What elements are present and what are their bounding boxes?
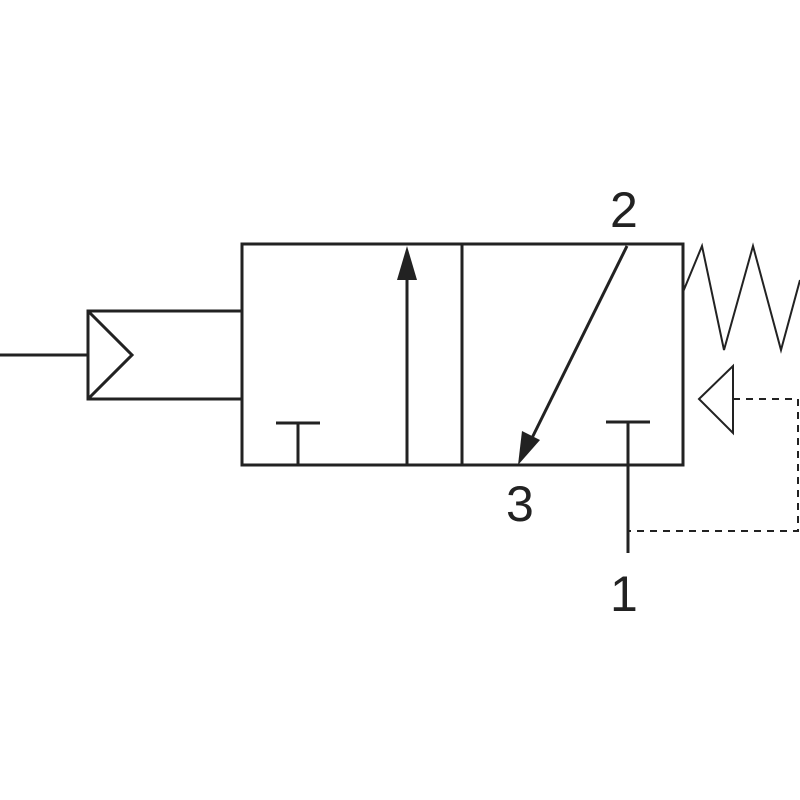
spring-icon — [682, 242, 800, 354]
left-actuator — [0, 309, 242, 401]
pilot-chevron-icon — [86, 309, 135, 401]
port-2-label: 2 — [610, 182, 638, 238]
actuator-housing — [86, 309, 242, 401]
flow-arrow-diagonal-shaft — [528, 245, 629, 443]
flow-arrow-up-head-icon — [397, 246, 417, 280]
pilot-triangle-icon — [697, 363, 734, 436]
port-3-label: 3 — [506, 476, 534, 532]
right-position — [518, 245, 650, 553]
pilot-return — [628, 363, 799, 532]
valve-body — [240, 242, 685, 553]
pilot-line — [628, 398, 799, 532]
flow-arrow-diagonal-head-icon — [518, 431, 540, 465]
left-position — [276, 246, 417, 465]
port-1-label: 1 — [610, 566, 638, 622]
